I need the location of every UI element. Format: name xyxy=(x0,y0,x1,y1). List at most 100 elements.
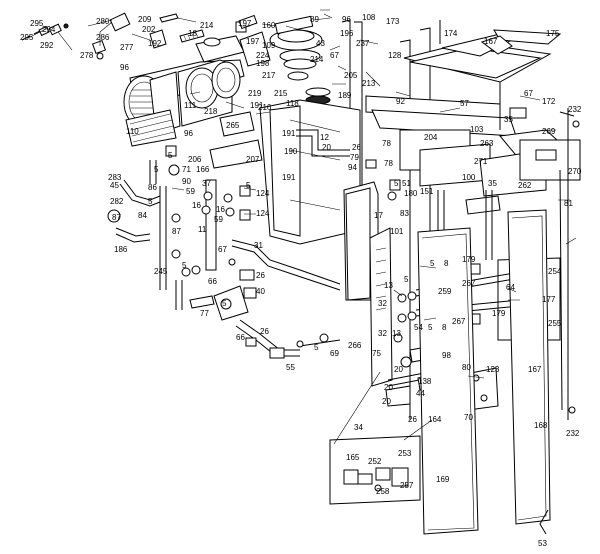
part-label: 26 xyxy=(260,327,269,336)
part-label: 213 xyxy=(362,79,376,88)
part-label: 254 xyxy=(548,267,562,276)
part-label: 32 xyxy=(378,329,387,338)
part-label: 20 xyxy=(322,143,331,152)
part-label: 108 xyxy=(362,13,376,22)
valve-block-middle xyxy=(107,145,329,359)
part-label: 18 xyxy=(188,29,197,38)
part-label: 44 xyxy=(416,389,425,398)
part-label: 269 xyxy=(542,127,556,136)
part-label: 17 xyxy=(374,211,383,220)
part-label: 217 xyxy=(262,71,276,80)
part-label: 45 xyxy=(110,181,119,190)
part-label: 31 xyxy=(254,241,263,250)
part-label: 86 xyxy=(148,183,157,192)
part-label: 196 xyxy=(340,29,354,38)
part-label: 26 xyxy=(352,143,361,152)
part-label: 151 xyxy=(420,187,434,196)
cabinet-frame xyxy=(341,19,581,420)
part-label: 197 xyxy=(246,37,260,46)
part-label: 11 xyxy=(198,225,207,234)
part-label: 59 xyxy=(186,187,195,196)
part-label: 232 xyxy=(568,105,582,114)
part-label: 66 xyxy=(236,333,245,342)
part-label: 214 xyxy=(310,55,324,64)
part-label: 57 xyxy=(460,99,469,108)
part-label: 186 xyxy=(114,245,128,254)
part-label: 191 xyxy=(282,129,296,138)
part-label: 67 xyxy=(218,245,227,254)
part-label: 179 xyxy=(492,309,506,318)
part-label: 164 xyxy=(428,415,442,424)
part-label: 55 xyxy=(286,363,295,372)
part-label: 205 xyxy=(344,71,358,80)
part-label: 124 xyxy=(256,209,270,218)
part-label: 118 xyxy=(286,99,299,108)
part-label: 209 xyxy=(138,15,152,24)
part-label: 294 xyxy=(42,25,56,34)
part-label: 257 xyxy=(400,481,414,490)
part-label: 175 xyxy=(546,29,560,38)
part-label: 252 xyxy=(368,457,382,466)
part-label: 92 xyxy=(396,97,405,106)
part-label: 78 xyxy=(384,159,393,168)
part-label: 26 xyxy=(256,271,265,280)
part-label: 282 xyxy=(110,197,124,206)
part-label: 180 xyxy=(404,189,418,198)
part-label: 5 xyxy=(314,343,319,352)
part-label: 266 xyxy=(348,341,362,350)
part-label: 173 xyxy=(386,17,400,26)
detail-inset xyxy=(329,371,433,505)
part-label: 66 xyxy=(208,277,217,286)
part-label: 167 xyxy=(484,37,498,46)
part-label: 20 xyxy=(382,397,391,406)
part-label: 87 xyxy=(172,227,181,236)
part-label: 101 xyxy=(390,227,404,236)
part-label: 26 xyxy=(408,415,417,424)
part-label: 59 xyxy=(214,215,223,224)
part-label: 5 xyxy=(222,299,227,308)
part-label: 190 xyxy=(284,147,298,156)
part-label: 53 xyxy=(538,539,547,548)
part-label: 177 xyxy=(542,295,556,304)
part-label: 5 xyxy=(404,275,409,284)
part-label: 292 xyxy=(40,41,54,50)
part-label: 96 xyxy=(184,129,193,138)
part-label: 168 xyxy=(534,421,548,430)
part-label: 253 xyxy=(398,449,412,458)
part-label: 64 xyxy=(506,283,515,292)
part-label: 89 xyxy=(310,15,319,24)
part-label: 109 xyxy=(262,41,276,50)
part-label: 16 xyxy=(216,205,225,214)
part-label: 255 xyxy=(548,319,562,328)
part-label: 278 xyxy=(80,51,94,60)
part-label: 174 xyxy=(444,29,458,38)
part-label: 166 xyxy=(196,165,210,174)
part-label: 84 xyxy=(138,211,147,220)
part-label: 40 xyxy=(256,287,265,296)
part-label: 265 xyxy=(226,121,240,130)
part-label: 165 xyxy=(346,453,360,462)
part-label: 5 xyxy=(168,151,173,160)
part-label: 286 xyxy=(96,33,110,42)
part-label: 5 xyxy=(246,181,251,190)
part-label: 283 xyxy=(108,173,122,182)
part-label: 191 xyxy=(250,101,264,110)
part-label: 237 xyxy=(356,39,370,48)
part-label: 87 xyxy=(112,213,121,222)
part-label: 5 xyxy=(394,179,399,188)
part-label: 258 xyxy=(376,487,390,496)
part-label: 96 xyxy=(342,15,351,24)
part-label: 167 xyxy=(528,365,542,374)
part-label: 34 xyxy=(354,423,363,432)
part-label: 189 xyxy=(338,91,352,100)
part-label: 277 xyxy=(120,43,134,52)
leader-lines xyxy=(27,17,577,379)
part-label: 198 xyxy=(256,59,270,68)
part-label: 259 xyxy=(438,287,452,296)
part-label: 160 xyxy=(262,21,276,30)
part-label: 124 xyxy=(256,189,270,198)
part-label: 20 xyxy=(384,383,393,392)
part-label: 5 xyxy=(182,261,187,270)
part-label: 179 xyxy=(462,255,476,264)
